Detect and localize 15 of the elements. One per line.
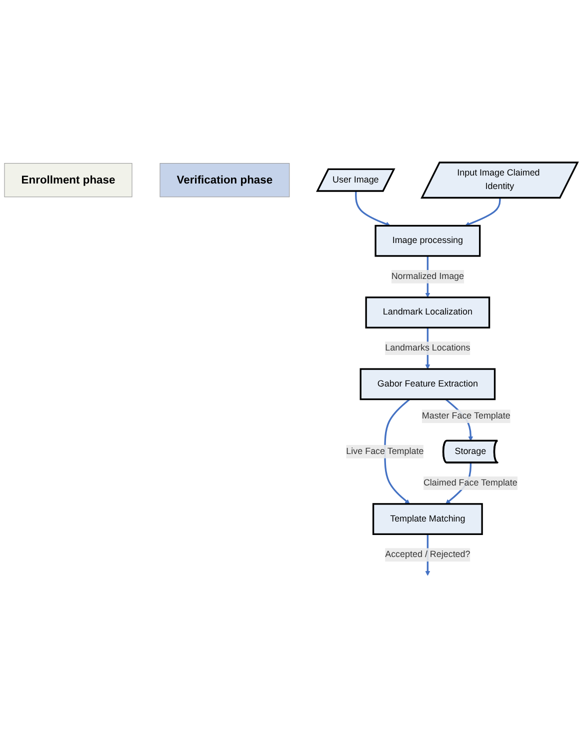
node-box: Enrollment phase xyxy=(4,162,132,197)
arrow xyxy=(464,198,501,226)
edge-label: Normalized Image xyxy=(391,271,464,281)
node-box: Image processing xyxy=(374,224,481,257)
arrow xyxy=(384,398,410,504)
node-box: Landmark Localization xyxy=(365,296,490,328)
edge-label: Claimed Face Template xyxy=(423,478,518,488)
edge-label: Accepted / Rejected? xyxy=(385,550,470,560)
edge-label: Landmarks Locations xyxy=(385,343,470,353)
arrow xyxy=(355,191,390,226)
edge-label: Live Face Template xyxy=(346,446,424,456)
node-box: Gabor Feature Extraction xyxy=(360,368,496,400)
node-box: Verification phase xyxy=(160,162,290,197)
node-box: Template Matching xyxy=(372,502,483,535)
edge-label: Master Face Template xyxy=(422,411,510,421)
